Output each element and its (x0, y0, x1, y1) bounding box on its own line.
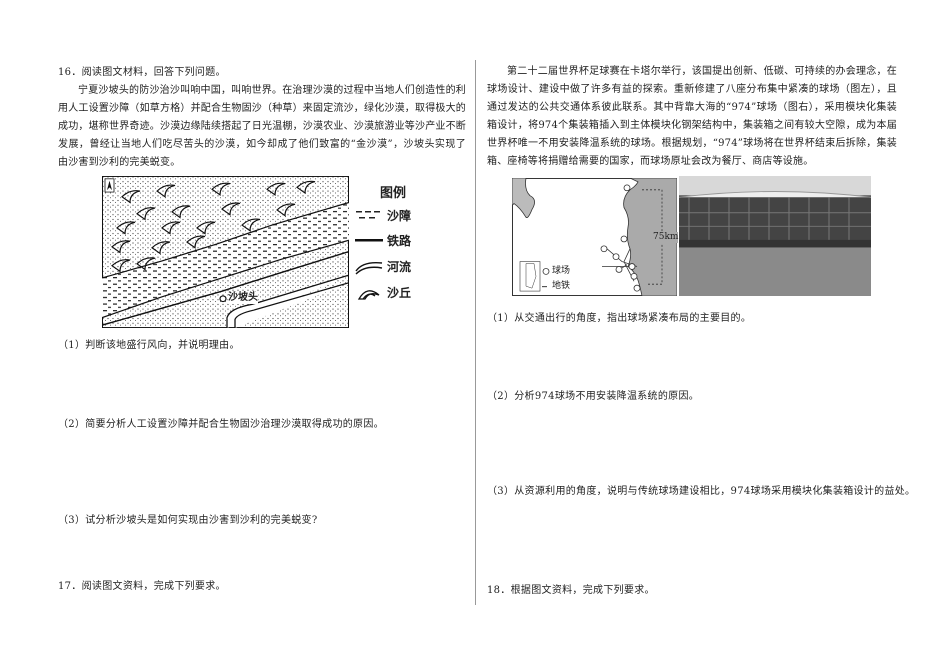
desert-map-graphic (101, 175, 350, 329)
question-16-3: （3）试分析沙坡头是如何实现由沙害到沙利的完美蜕变? (58, 515, 318, 526)
column-divider (475, 60, 476, 605)
question-18-passage: 第二十二届世界杯足球赛在卡塔尔举行，该国提出创新、低碳、可持续的办会理念，在球场… (487, 66, 897, 167)
sand-dune-symbol-icon (357, 290, 380, 300)
metro-legend-icon (542, 286, 547, 288)
stadium-location-map: 球场 地铁 75km (511, 177, 679, 297)
place-label-shapotou: 沙坡头 (228, 292, 258, 304)
railway-symbol-icon (355, 239, 383, 242)
river-symbol-icon (355, 261, 383, 275)
scale-label: 75km (653, 232, 679, 243)
question-16-2: （2）简要分析人工设置沙障并配合生物固沙治理沙漠取得成功的原因。 (58, 419, 384, 430)
north-arrow-icon (107, 180, 112, 191)
inset-map-icon (519, 261, 541, 292)
legend-stadium-label: 球场 (552, 266, 571, 276)
question-18-2: （2）分析974球场不用安装降温系统的原因。 (487, 391, 700, 402)
desert-map-figure: 沙坡头 (101, 175, 350, 329)
legend-item-sand-dune: 沙丘 (355, 285, 415, 305)
stadium-974-photo (678, 176, 872, 296)
question-16-1: （1）判断该地盛行风向，并说明理由。 (58, 340, 240, 351)
question-18-1: （1）从交通出行的角度，指出球场紧凑布局的主要目的。 (487, 313, 752, 324)
qatar-coast-map-graphic (511, 177, 678, 297)
legend-metro-label: 地铁 (552, 281, 571, 291)
legend-title: 图例 (380, 186, 407, 201)
question-16-passage: 宁夏沙坡头的防沙治沙叫响中国，叫响世界。在治理沙漠的过程中当地人们创造性的利用人… (58, 85, 466, 168)
stadium-markers (600, 184, 641, 292)
question-18-3: （3）从资源利用的角度，说明与传统球场建设相比，974球场采用模块化集装箱设计的… (487, 486, 916, 497)
legend-item-railway: 铁路 (355, 233, 415, 253)
stadium-legend-icon (542, 268, 550, 275)
stadium-photo-graphic (678, 176, 872, 296)
legend-item-river: 河流 (355, 259, 415, 279)
question-18-title: 18．根据图文资料，完成下列要求。 (487, 585, 655, 596)
question-17-title: 17．阅读图文资料，完成下列要求。 (58, 581, 226, 592)
sand-barrier-symbol-icon (356, 211, 380, 219)
legend-item-sand-barrier: 沙障 (355, 208, 415, 228)
question-16-title: 16．阅读图文材料，回答下列问题。 (58, 67, 226, 78)
